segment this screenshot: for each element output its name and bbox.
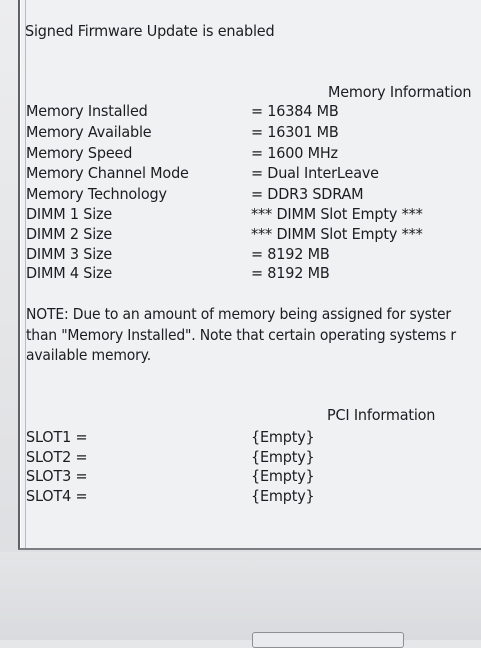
panel-border-line: [25, 0, 26, 548]
system-information-panel: [18, 0, 481, 550]
dimm-2-size-label: DIMM 2 Size: [26, 225, 113, 243]
dimm-3-size-label: DIMM 3 Size: [26, 245, 113, 263]
pci-slot-2-value: {Empty}: [251, 448, 315, 466]
memory-channel-mode-value: = Dual InterLeave: [251, 164, 379, 182]
memory-available-label: Memory Available: [26, 123, 152, 141]
memory-note-line-2: than "Memory Installed". Note that certa…: [26, 326, 456, 344]
dimm-1-size-label: DIMM 1 Size: [26, 205, 113, 223]
memory-technology-value: = DDR3 SDRAM: [251, 185, 364, 203]
partial-action-button[interactable]: [252, 632, 404, 648]
dimm-2-size-value: *** DIMM Slot Empty ***: [251, 225, 423, 243]
dimm-4-size-label: DIMM 4 Size: [26, 264, 113, 282]
memory-note-line-3: available memory.: [26, 346, 151, 364]
memory-note-line-1: NOTE: Due to an amount of memory being a…: [26, 305, 451, 323]
dimm-3-size-value: = 8192 MB: [251, 245, 330, 263]
pci-slot-4-label: SLOT4 =: [26, 487, 88, 505]
pci-slot-3-label: SLOT3 =: [26, 467, 88, 485]
memory-installed-value: = 16384 MB: [251, 102, 339, 120]
pci-slot-2-label: SLOT2 =: [26, 448, 88, 466]
memory-installed-label: Memory Installed: [26, 102, 148, 120]
memory-technology-label: Memory Technology: [26, 185, 167, 203]
memory-information-title: Memory Information: [328, 83, 472, 101]
pci-slot-3-value: {Empty}: [251, 467, 315, 485]
memory-available-value: = 16301 MB: [251, 123, 339, 141]
memory-speed-label: Memory Speed: [26, 144, 133, 162]
memory-channel-mode-label: Memory Channel Mode: [26, 164, 189, 182]
dimm-1-size-value: *** DIMM Slot Empty ***: [251, 205, 423, 223]
pci-slot-4-value: {Empty}: [251, 487, 315, 505]
pci-slot-1-label: SLOT1 =: [26, 428, 88, 446]
memory-speed-value: = 1600 MHz: [251, 144, 338, 162]
firmware-update-status: Signed Firmware Update is enabled: [25, 22, 275, 40]
pci-slot-1-value: {Empty}: [251, 428, 315, 446]
dimm-4-size-value: = 8192 MB: [251, 264, 330, 282]
pci-information-title: PCI Information: [327, 406, 436, 424]
bottom-button-bar: [0, 552, 481, 640]
